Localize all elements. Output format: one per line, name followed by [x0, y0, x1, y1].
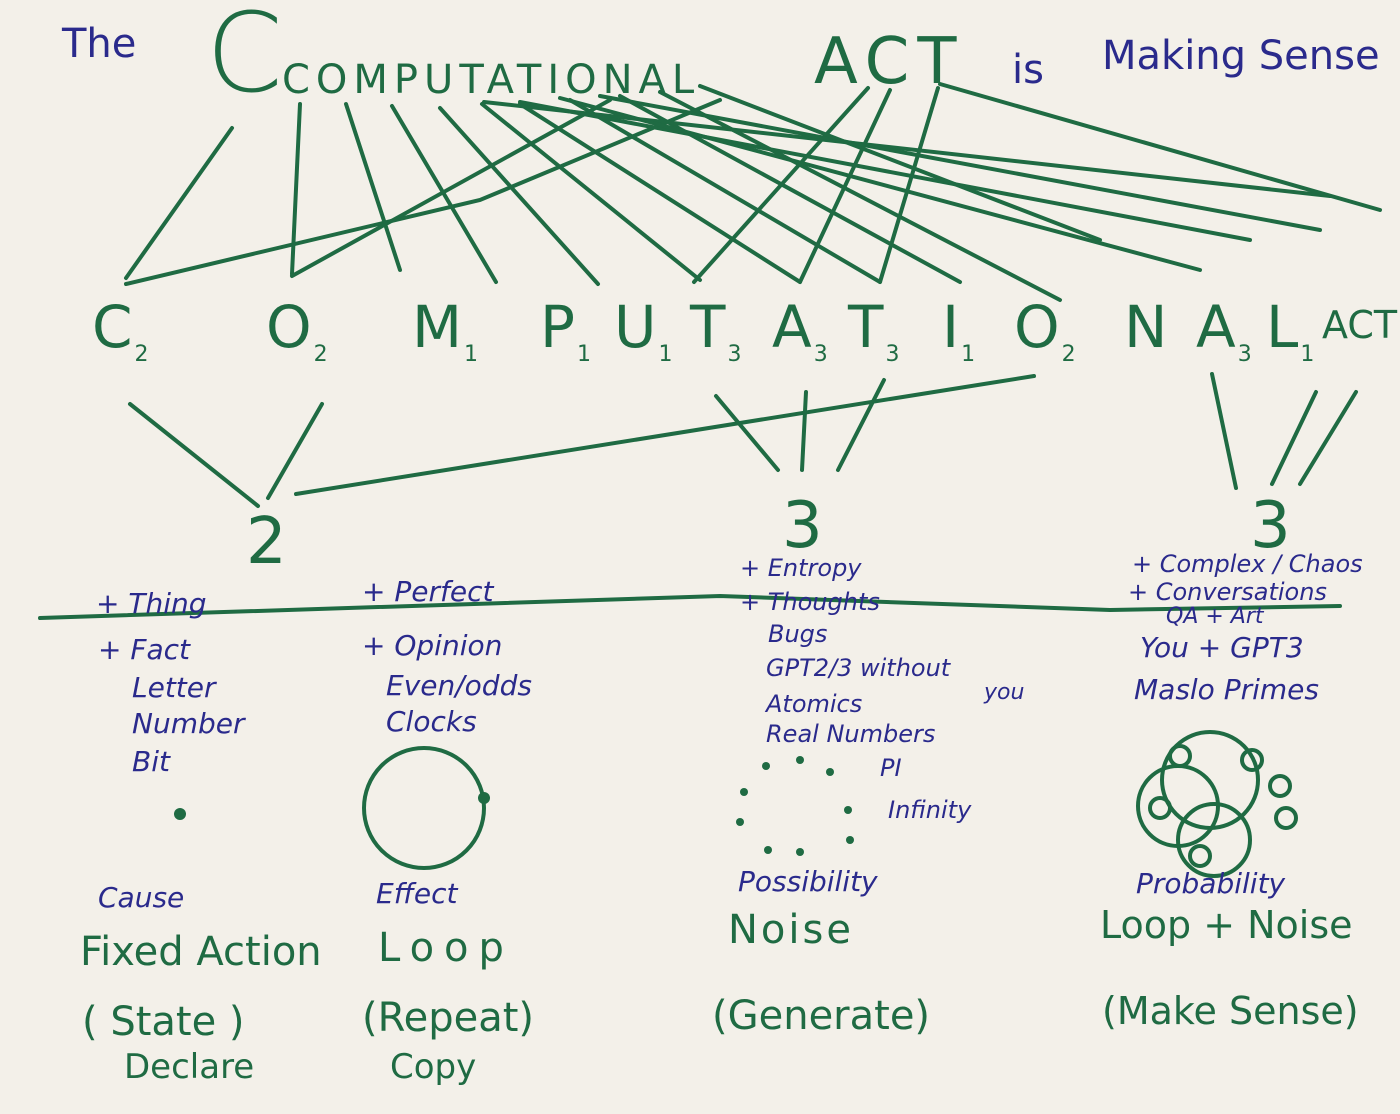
cause-label: Probability — [1136, 867, 1286, 900]
letter-item: T3 — [848, 293, 900, 367]
list-item: Maslo Primes — [1134, 673, 1319, 706]
list-item: GPT2/3 without — [766, 654, 951, 682]
list-item: Atomics — [766, 690, 863, 718]
letter-item: O2 — [1014, 293, 1076, 367]
list-item: + Conversations — [1128, 578, 1327, 606]
list-item: Number — [132, 707, 245, 740]
list-item: Bugs — [768, 620, 828, 648]
group-number: 3 — [782, 489, 823, 563]
letter-item: O2 — [266, 293, 328, 367]
cause-label: Cause — [98, 881, 185, 914]
letter-item: T3 — [690, 293, 742, 367]
list-item: Even/odds — [386, 669, 532, 702]
verb-label: (Repeat) — [362, 995, 535, 1041]
cause-label: Effect — [376, 877, 458, 910]
verb-secondary-label: Copy — [390, 1047, 477, 1087]
list-item: Bit — [132, 745, 170, 778]
list-item: + Complex / Chaos — [1132, 550, 1363, 578]
group-number: 3 — [1250, 489, 1291, 563]
list-item: you — [984, 680, 1025, 705]
list-item: Real Numbers — [766, 720, 936, 748]
list-item: + Thing — [96, 587, 207, 620]
title-connector: is — [1012, 47, 1044, 93]
group-number: 2 — [246, 505, 287, 579]
mode-label: Loop — [378, 925, 514, 971]
list-item: Infinity — [888, 796, 972, 824]
list-item: You + GPT3 — [1140, 631, 1304, 664]
list-item: Letter — [132, 671, 216, 704]
letter-item: P1 — [540, 293, 591, 367]
letter-item: I1 — [942, 293, 976, 367]
mode-label: Fixed Action — [80, 929, 322, 975]
letter-item: A3 — [1196, 293, 1252, 367]
title-word1: COMPUTATIONAL — [282, 57, 701, 103]
list-item: Clocks — [386, 705, 477, 738]
list-item: QA + Art — [1166, 604, 1264, 629]
letter-item: M1 — [412, 293, 479, 367]
letter-item: C2 — [92, 293, 149, 367]
verb-label: (Make Sense) — [1102, 989, 1359, 1033]
list-item: + Opinion — [362, 629, 503, 662]
title-word2: ACT — [814, 25, 965, 99]
title-suffix: Making Sense — [1102, 33, 1380, 79]
cause-label: Possibility — [738, 865, 878, 898]
list-item: + Thoughts — [740, 588, 880, 616]
letter-item: A3 — [772, 293, 828, 367]
mode-label: Noise — [728, 907, 854, 953]
verb-label: ( State ) — [82, 999, 245, 1045]
title-prefix: The — [62, 21, 137, 67]
verb-label: (Generate) — [712, 993, 931, 1039]
letter-item: L1 — [1266, 293, 1315, 367]
letter-item: U1 — [614, 293, 673, 367]
title-big-c: C — [206, 0, 283, 117]
list-item: + Perfect — [362, 575, 494, 608]
letter-item: N — [1124, 293, 1168, 361]
letter-item: ACT323 — [1322, 303, 1400, 351]
mode-label: Loop + Noise — [1100, 903, 1353, 947]
list-item: + Entropy — [740, 554, 862, 582]
list-item: PI — [880, 754, 902, 782]
list-item: + Fact — [98, 633, 190, 666]
verb-secondary-label: Declare — [124, 1047, 255, 1087]
